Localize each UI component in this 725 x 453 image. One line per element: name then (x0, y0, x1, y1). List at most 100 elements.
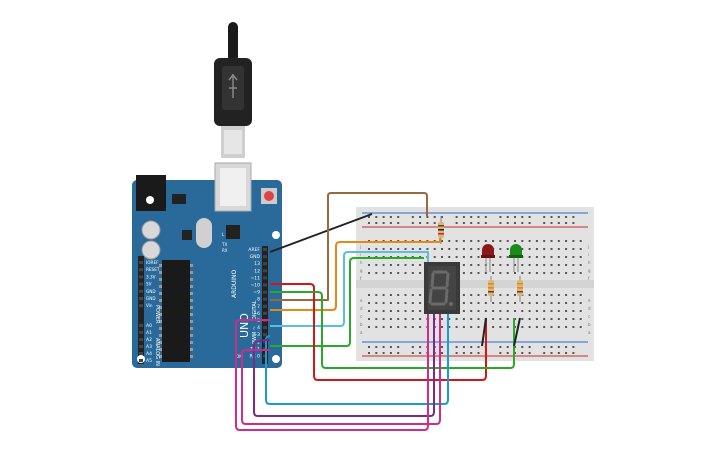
pin-label: ~11 (251, 275, 261, 281)
pin-socket[interactable] (263, 248, 267, 251)
power-jack (136, 175, 166, 211)
resistor-2[interactable] (488, 276, 494, 302)
pin-socket[interactable] (139, 275, 143, 279)
led-label: ON (236, 354, 242, 359)
wire-gnd-led-1 (481, 317, 487, 347)
usb-cable (214, 22, 252, 158)
crystal (196, 218, 212, 248)
pin-socket[interactable] (139, 331, 143, 334)
row-letter: g (588, 268, 591, 273)
pin-label: 13 (254, 261, 260, 267)
pin-socket[interactable] (263, 290, 267, 294)
pin-label: 4 (257, 325, 260, 331)
seven-segment-display[interactable]: 8. (424, 262, 460, 326)
pin-label: A1 (146, 330, 152, 336)
wire-green-2 (270, 291, 515, 369)
pin-label: A3 (146, 344, 152, 350)
wire-gnd-led-2 (513, 317, 521, 347)
pin-socket[interactable] (263, 269, 267, 273)
resistor-3[interactable] (517, 276, 523, 302)
pin-label: A5 (146, 358, 152, 364)
pin-socket[interactable] (139, 324, 143, 327)
wire-lightblue (270, 251, 429, 327)
board-brand: ARDUINO (231, 269, 238, 298)
led-label: RX (222, 248, 228, 253)
pin-socket[interactable] (263, 262, 267, 266)
pin-label: IOREF (146, 260, 159, 265)
wire-gnd (269, 213, 373, 253)
pin-label: 2 (257, 339, 260, 345)
pin-socket[interactable] (139, 261, 143, 264)
wire-green-1 (270, 257, 424, 347)
pin-socket[interactable] (263, 333, 267, 337)
pin-socket[interactable] (139, 338, 143, 341)
row-letter: j (587, 244, 589, 249)
led-label: TX (221, 242, 227, 247)
pin-label: 7 (257, 304, 260, 310)
row-letter: b (360, 322, 363, 327)
row-letter: f (588, 276, 590, 281)
pin-socket[interactable] (139, 297, 143, 300)
row-letter: j (359, 244, 361, 249)
row-letter: e (360, 298, 363, 303)
power-label: POWER (154, 305, 160, 324)
pin-socket[interactable] (139, 345, 143, 348)
wire-magenta-2 (241, 314, 441, 425)
wires (235, 192, 521, 431)
pin-label: 8 (257, 297, 260, 303)
pin-socket[interactable] (139, 282, 143, 286)
pin-label: 5V (146, 282, 152, 287)
pin-label: ~6 (253, 311, 260, 317)
decimal-point (449, 302, 453, 306)
red-led[interactable] (481, 244, 495, 272)
analog-label: ANALOG IN (154, 338, 160, 366)
row-letter: f (360, 276, 362, 281)
pin-socket[interactable] (263, 276, 267, 280)
wire-red (270, 283, 487, 381)
row-letter: d (588, 306, 591, 311)
microcontroller-chip (162, 260, 190, 362)
pin-socket[interactable] (263, 255, 267, 259)
pin-socket[interactable] (139, 268, 143, 272)
wire-magenta-1 (235, 314, 429, 431)
pin-socket[interactable] (263, 326, 267, 330)
row-letter: i (588, 252, 589, 257)
digital-label: DIGITAL (252, 300, 258, 320)
led-label: L (222, 232, 225, 237)
wire-blue (265, 314, 449, 405)
row-letter: c (360, 314, 362, 319)
row-letter: h (588, 260, 591, 265)
pin-label: A4 (146, 351, 152, 357)
pin-socket[interactable] (263, 283, 267, 287)
row-letter: i (360, 252, 361, 257)
pin-label: ~3 (253, 332, 260, 338)
row-letter: c (588, 314, 590, 319)
pin-label: GND (250, 254, 261, 260)
wire-brown (270, 192, 428, 301)
pin-label: RESET (146, 267, 160, 272)
pin-socket[interactable] (263, 297, 267, 301)
row-letter: a (360, 330, 363, 335)
pin-socket[interactable] (139, 352, 143, 355)
pin-socket[interactable] (139, 359, 143, 362)
pin-socket[interactable] (263, 304, 267, 308)
pin-socket[interactable] (139, 289, 143, 293)
pwm-label: PWM ~ (252, 326, 258, 344)
pin-label: 12 (254, 268, 260, 274)
pin-socket[interactable] (139, 304, 143, 308)
pin-label: Vin (146, 303, 153, 308)
analog-header (138, 320, 144, 364)
pin-socket[interactable] (263, 311, 267, 315)
board-model: UNO (238, 313, 251, 338)
pin-label: A0 (146, 323, 152, 329)
pin-label: ~10 (251, 283, 261, 289)
row-letter: b (588, 322, 591, 327)
wire-purple (253, 314, 435, 417)
pin-label: ~9 (253, 290, 260, 296)
green-led[interactable] (509, 244, 523, 272)
wire-orange (270, 238, 441, 311)
row-letter: a (588, 330, 591, 335)
